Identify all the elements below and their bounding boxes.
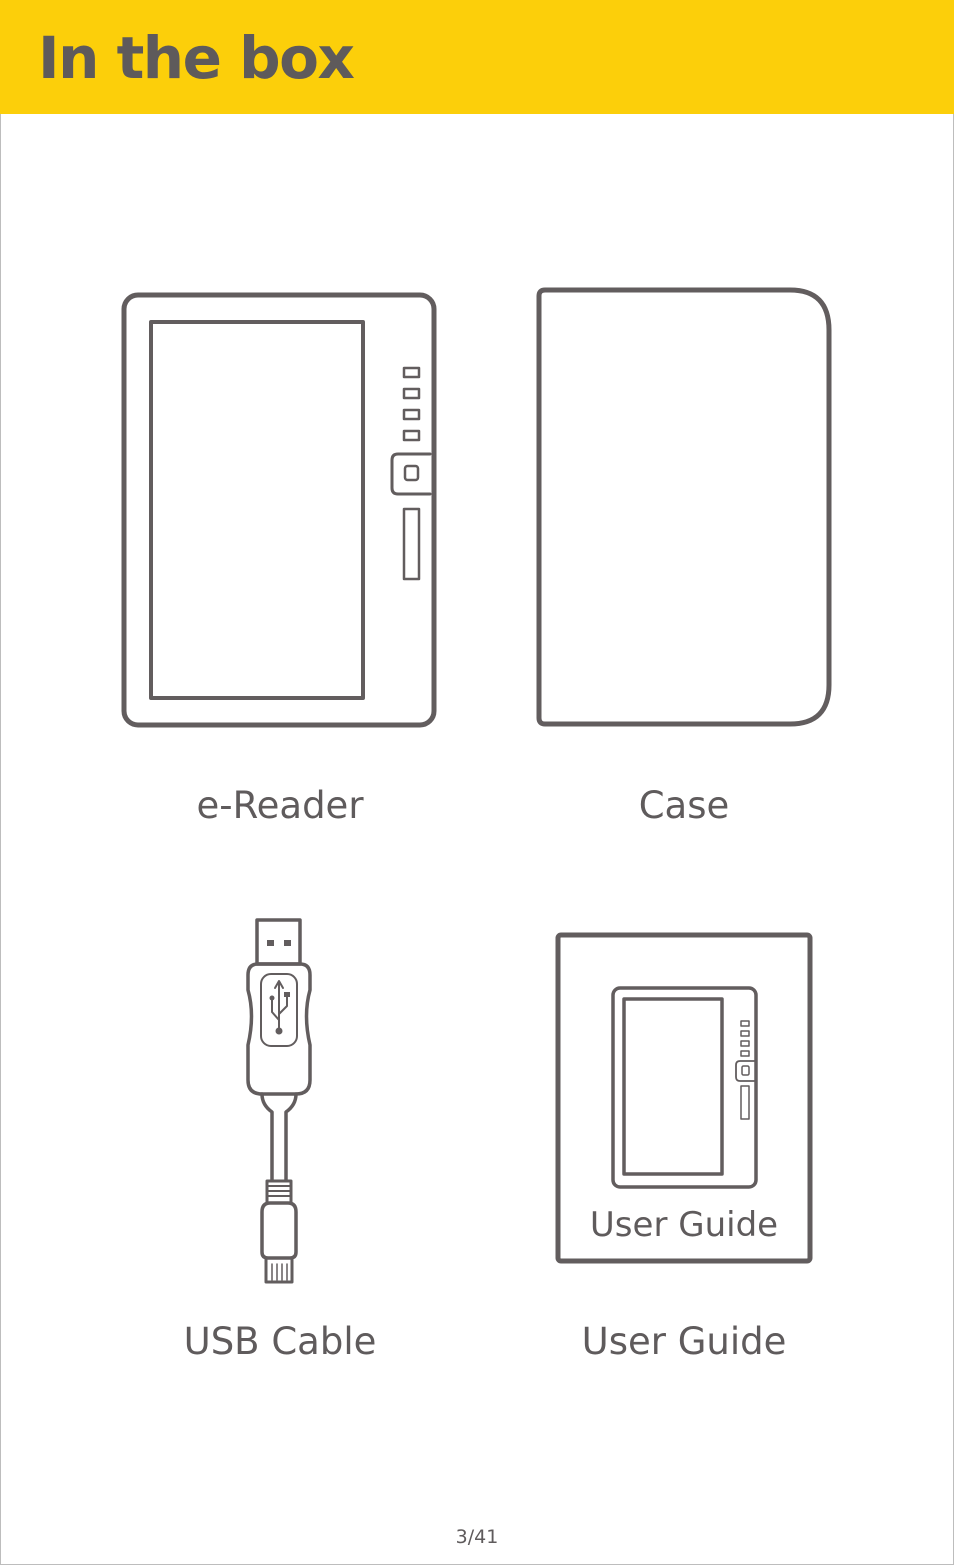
- user-guide-icon: [555, 932, 813, 1264]
- usb-cable-icon: [246, 918, 312, 1284]
- page-number: 3/41: [455, 1526, 499, 1548]
- usb-cable-label: USB Cable: [183, 1320, 377, 1363]
- header-band: In the box: [0, 0, 954, 114]
- case-icon: [536, 287, 832, 727]
- ereader-icon: [121, 292, 437, 728]
- page-title: In the box: [38, 24, 355, 92]
- user-guide-cover-text: User Guide: [589, 1205, 779, 1245]
- ereader-label: e-Reader: [196, 784, 364, 827]
- user-guide-label: User Guide: [581, 1320, 787, 1363]
- case-label: Case: [638, 784, 730, 827]
